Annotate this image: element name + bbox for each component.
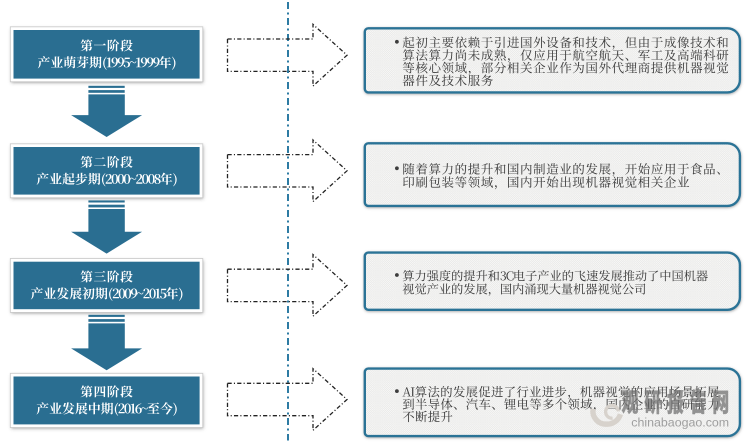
svg-text:chinabaogao.com: chinabaogao.com: [631, 416, 729, 430]
